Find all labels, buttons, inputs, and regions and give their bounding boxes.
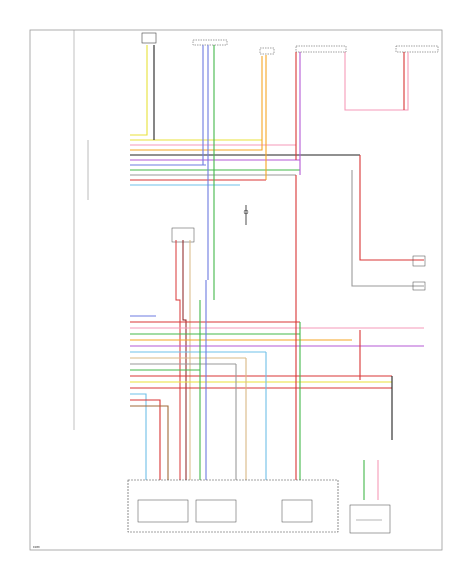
upper-wire-bundle xyxy=(130,56,360,186)
trans-solenoid-block xyxy=(171,227,195,480)
vertical-feed-wires xyxy=(130,45,424,300)
fuse-block-right-2 xyxy=(295,45,347,53)
ignition-switch-block xyxy=(192,39,228,46)
transmission-assembly xyxy=(127,479,391,534)
fuse-block-right-3 xyxy=(395,45,439,53)
fuse-box-block xyxy=(141,32,157,44)
lower-wire-bundle xyxy=(130,315,424,480)
fuse-block-right-1 xyxy=(259,47,275,55)
footer-code: D1B0 xyxy=(33,545,40,549)
top-components xyxy=(141,32,439,55)
diagram-frame xyxy=(29,29,443,551)
sensor-right xyxy=(243,205,426,291)
pcm-top-block xyxy=(73,30,89,430)
lower-vertical-wires xyxy=(199,175,393,500)
